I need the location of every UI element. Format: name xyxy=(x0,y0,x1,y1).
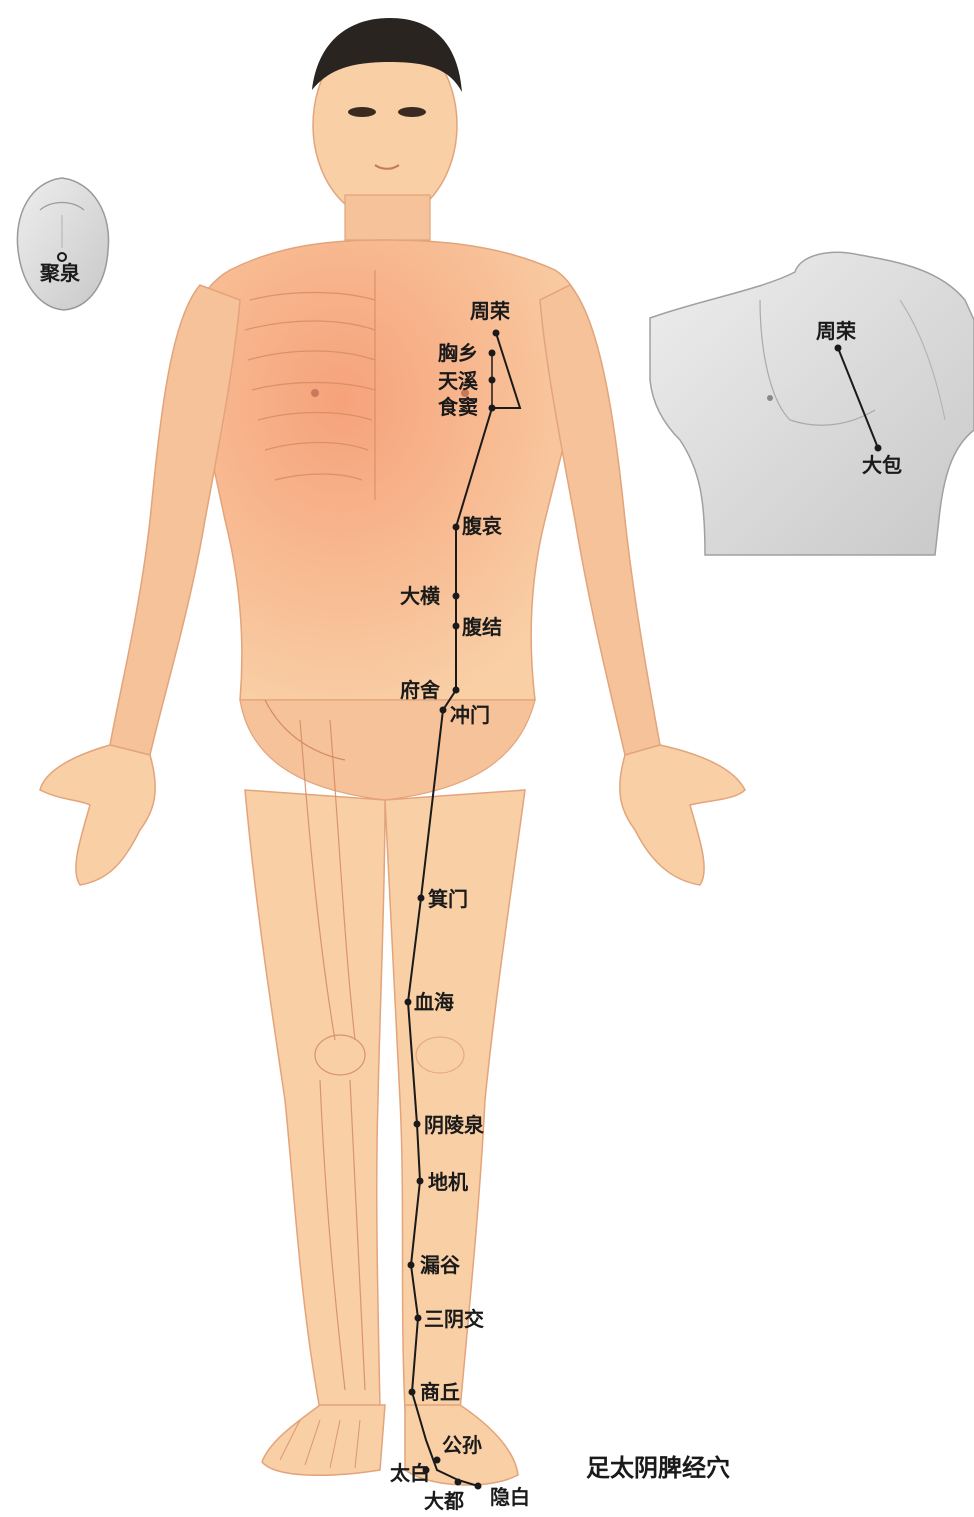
label-shidou: 食窦 xyxy=(438,395,478,419)
label-fushe: 府舍 xyxy=(400,678,441,702)
label-inset-zhourong: 周荣 xyxy=(816,319,857,343)
chest-shape xyxy=(650,252,974,555)
tongue-inset xyxy=(17,178,108,310)
nipple-mark xyxy=(767,395,773,401)
inset-point-bottom xyxy=(875,445,882,452)
label-xiongxiang: 胸乡 xyxy=(438,341,478,365)
label-yinbai: 隐白 xyxy=(490,1485,530,1509)
acupoint-gongsun xyxy=(434,1457,441,1464)
label-gongsun: 公孙 xyxy=(442,1433,482,1457)
acupoint-yinbai xyxy=(475,1483,482,1490)
label-zhourong: 周荣 xyxy=(470,299,511,323)
chest-inset xyxy=(650,252,974,555)
label-fuai: 腹哀 xyxy=(462,514,503,538)
acupoint-chongmen xyxy=(440,707,447,714)
acupoint-fujie xyxy=(453,623,460,630)
acupoint-fuai xyxy=(453,524,460,531)
label-xuehai: 血海 xyxy=(414,990,454,1014)
acupoint-lougu xyxy=(408,1262,415,1269)
acupoint-daheng xyxy=(453,593,460,600)
label-daheng: 大横 xyxy=(400,584,441,608)
left-hand xyxy=(620,745,745,885)
acupoint-yinlingquan xyxy=(414,1121,421,1128)
acupoint-zhourong xyxy=(493,330,500,337)
label-shangqiu: 商丘 xyxy=(420,1380,460,1404)
figure-caption: 足太阴脾经穴 xyxy=(586,1454,730,1482)
label-dabao: 大包 xyxy=(862,453,902,477)
inset-point-top xyxy=(835,345,842,352)
acupoint-shangqiu xyxy=(409,1389,416,1396)
acupoint-xuehai xyxy=(405,999,412,1006)
label-tianxi: 天溪 xyxy=(438,369,479,393)
label-sanyinjiao: 三阴交 xyxy=(424,1307,484,1331)
acupoint-tianxi xyxy=(489,377,496,384)
acupoint-fushe xyxy=(453,687,460,694)
acupoint-dadu xyxy=(455,1479,462,1486)
label-chongmen: 冲门 xyxy=(450,703,490,727)
label-jimen: 箕门 xyxy=(428,887,468,911)
acupoint-jimen xyxy=(418,895,425,902)
label-diji: 地机 xyxy=(428,1170,468,1194)
acupoint-diji xyxy=(417,1178,424,1185)
acupoint-sanyinjiao xyxy=(415,1315,422,1322)
body xyxy=(40,18,745,1485)
label-lougu: 漏谷 xyxy=(420,1253,461,1277)
label-dadu: 大都 xyxy=(424,1489,464,1513)
right-foot xyxy=(262,1405,385,1475)
left-arm xyxy=(540,285,660,755)
acupoint-shidou xyxy=(489,405,496,412)
label-taibai: 太白 xyxy=(390,1461,430,1485)
torso xyxy=(191,240,584,700)
label-juquan: 聚泉 xyxy=(39,261,81,285)
right-hand xyxy=(40,745,155,885)
right-arm xyxy=(110,285,240,755)
label-yinlingquan: 阴陵泉 xyxy=(424,1113,485,1137)
label-fujie: 腹结 xyxy=(462,615,502,639)
tongue-shape xyxy=(17,178,108,310)
acupoint-xiongxiang xyxy=(489,350,496,357)
